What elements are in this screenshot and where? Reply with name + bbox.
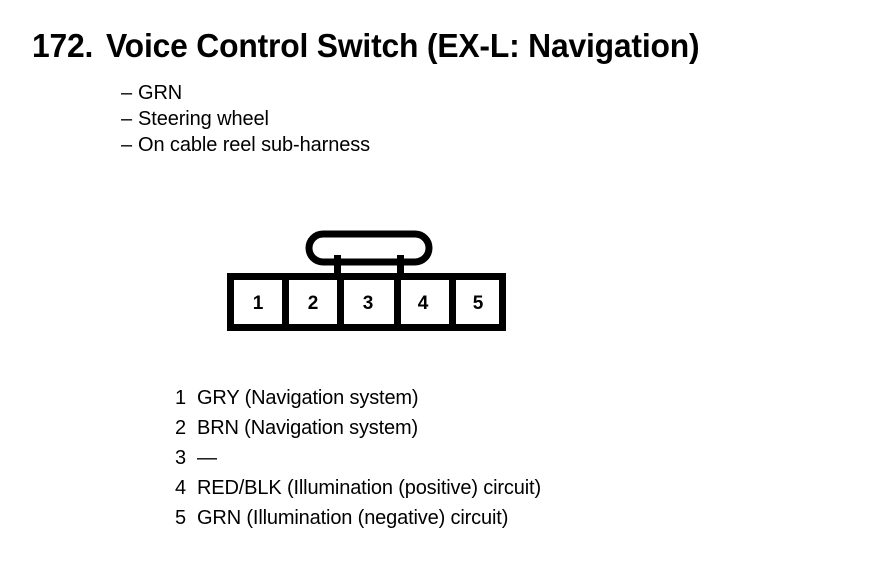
pin-description: BRN (Navigation system) [197, 417, 419, 439]
pin-number: 5 [175, 507, 187, 529]
pin-legend: 1 GRY (Navigation system) 2 BRN (Navigat… [175, 383, 775, 533]
pin-number: 3 [175, 447, 187, 469]
dash-icon: – [121, 108, 133, 130]
connector-cavity-5: 5 [473, 293, 484, 314]
list-item: 3 — [175, 443, 775, 473]
attribute-label: Steering wheel [138, 108, 269, 130]
pin-description: GRY (Navigation system) [197, 387, 419, 409]
latch-stem-right [397, 255, 404, 279]
connector-cavity-dividers [282, 276, 456, 328]
latch-stem-left [334, 255, 341, 279]
connector-svg: 1 2 3 4 5 [227, 230, 506, 331]
page-title: 172. Voice Control Switch (EX-L: Navigati… [32, 27, 872, 67]
connector-diagram: 1 2 3 4 5 [218, 210, 518, 340]
list-item: 1 GRY (Navigation system) [175, 383, 775, 413]
connector-attribute-list: – GRN – Steering wheel – On cable reel s… [121, 80, 621, 158]
list-item: – On cable reel sub-harness [121, 132, 621, 158]
divider-4-5 [449, 276, 456, 328]
dash-icon: – [121, 134, 133, 156]
latch-pill-outline [305, 230, 433, 266]
page-title-text: Voice Control Switch (EX-L: Navigation) [106, 27, 700, 64]
dash-icon: – [121, 82, 133, 104]
list-item: 5 GRN (Illumination (negative) circuit) [175, 503, 775, 533]
divider-3-4 [394, 276, 401, 328]
page-title-number: 172. [32, 27, 94, 64]
attribute-label: GRN [138, 82, 183, 104]
connector-body-outline [227, 273, 506, 331]
list-item: 4 RED/BLK (Illumination (positive) circu… [175, 473, 775, 503]
attribute-label: On cable reel sub-harness [138, 134, 371, 156]
pin-number: 4 [175, 477, 187, 499]
list-item: 2 BRN (Navigation system) [175, 413, 775, 443]
pin-description: RED/BLK (Illumination (positive) circuit… [197, 477, 541, 499]
connector-cavity-1: 1 [253, 293, 264, 314]
list-item: – GRN [121, 80, 621, 106]
pin-description: GRN (Illumination (negative) circuit) [197, 507, 509, 529]
divider-2-3 [337, 276, 344, 328]
pin-description: — [197, 447, 217, 469]
divider-1-2 [282, 276, 289, 328]
connector-latch-tab [305, 230, 433, 279]
connector-cavity-2: 2 [308, 293, 319, 314]
connector-cavity-4: 4 [418, 293, 429, 314]
pin-number: 1 [175, 387, 187, 409]
list-item: – Steering wheel [121, 106, 621, 132]
pin-number: 2 [175, 417, 187, 439]
connector-cavity-3: 3 [363, 293, 374, 314]
